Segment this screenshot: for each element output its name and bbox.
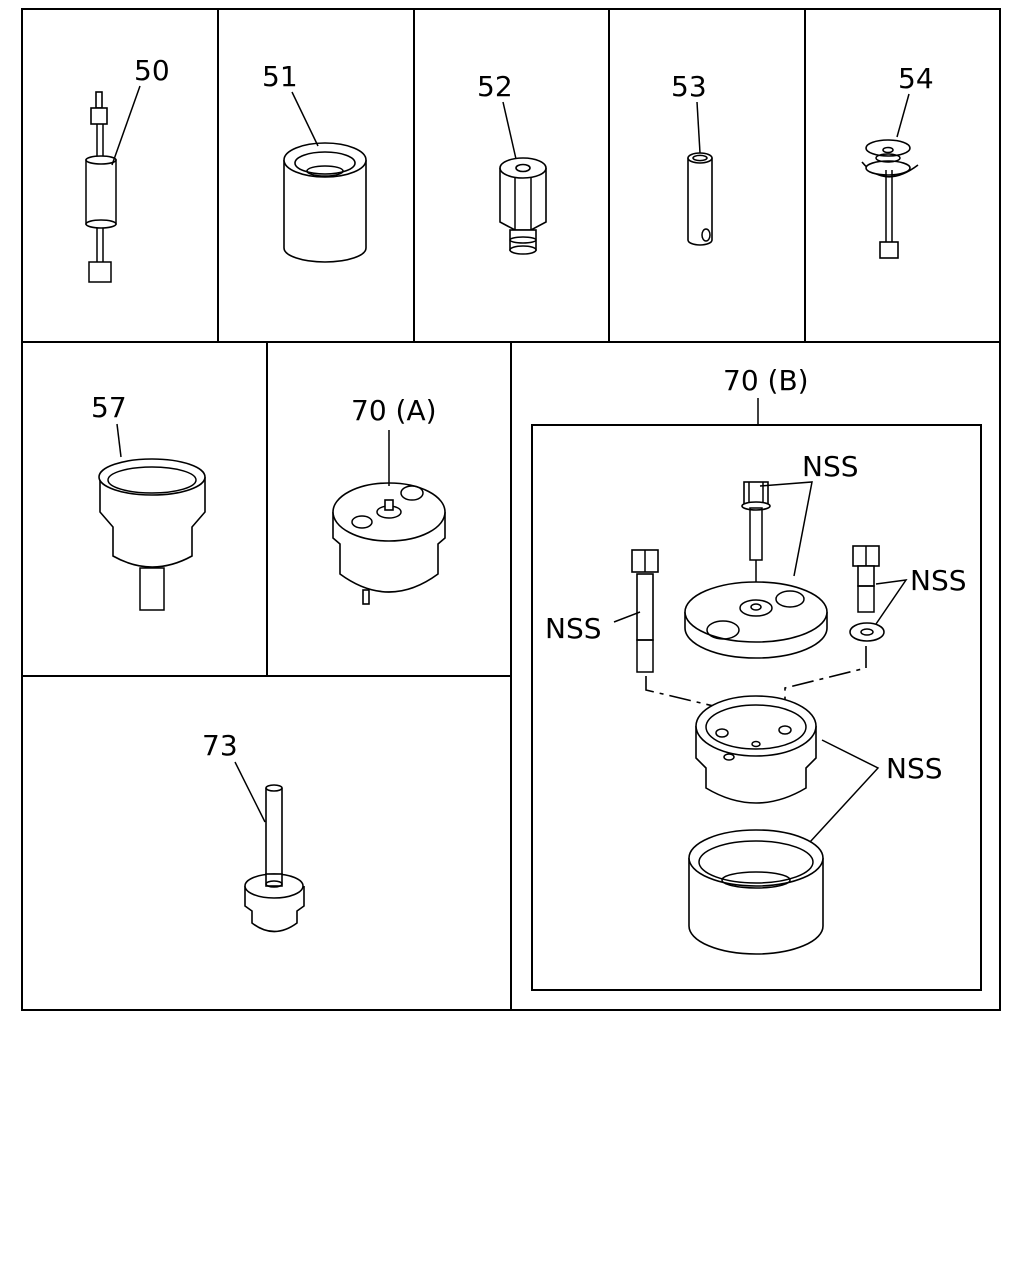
label-nss-top: NSS: [802, 450, 859, 483]
label-nss-left: NSS: [545, 612, 602, 645]
label-51: 51: [262, 60, 298, 93]
part-50-slide-hammer: [85, 85, 141, 283]
part-54-puller: [861, 93, 919, 259]
part-57-cup: [98, 423, 206, 611]
part-53-pipe: [687, 101, 713, 246]
label-54: 54: [898, 62, 934, 95]
label-52: 52: [477, 70, 513, 103]
part-51-sleeve: [283, 91, 367, 263]
part-73-pin: [234, 761, 305, 933]
label-53: 53: [671, 70, 707, 103]
label-nss-right: NSS: [910, 564, 967, 597]
label-73: 73: [202, 729, 238, 762]
label-57: 57: [91, 391, 127, 424]
part-70b-exploded: [531, 398, 982, 991]
label-nss-bottom: NSS: [886, 752, 943, 785]
label-70b: 70 (B): [723, 364, 809, 397]
label-50: 50: [134, 54, 170, 87]
grid-frame: [21, 8, 1001, 1011]
part-52-adapter: [499, 101, 547, 255]
part-70a-tool: [332, 430, 446, 605]
label-70a: 70 (A): [351, 394, 437, 427]
